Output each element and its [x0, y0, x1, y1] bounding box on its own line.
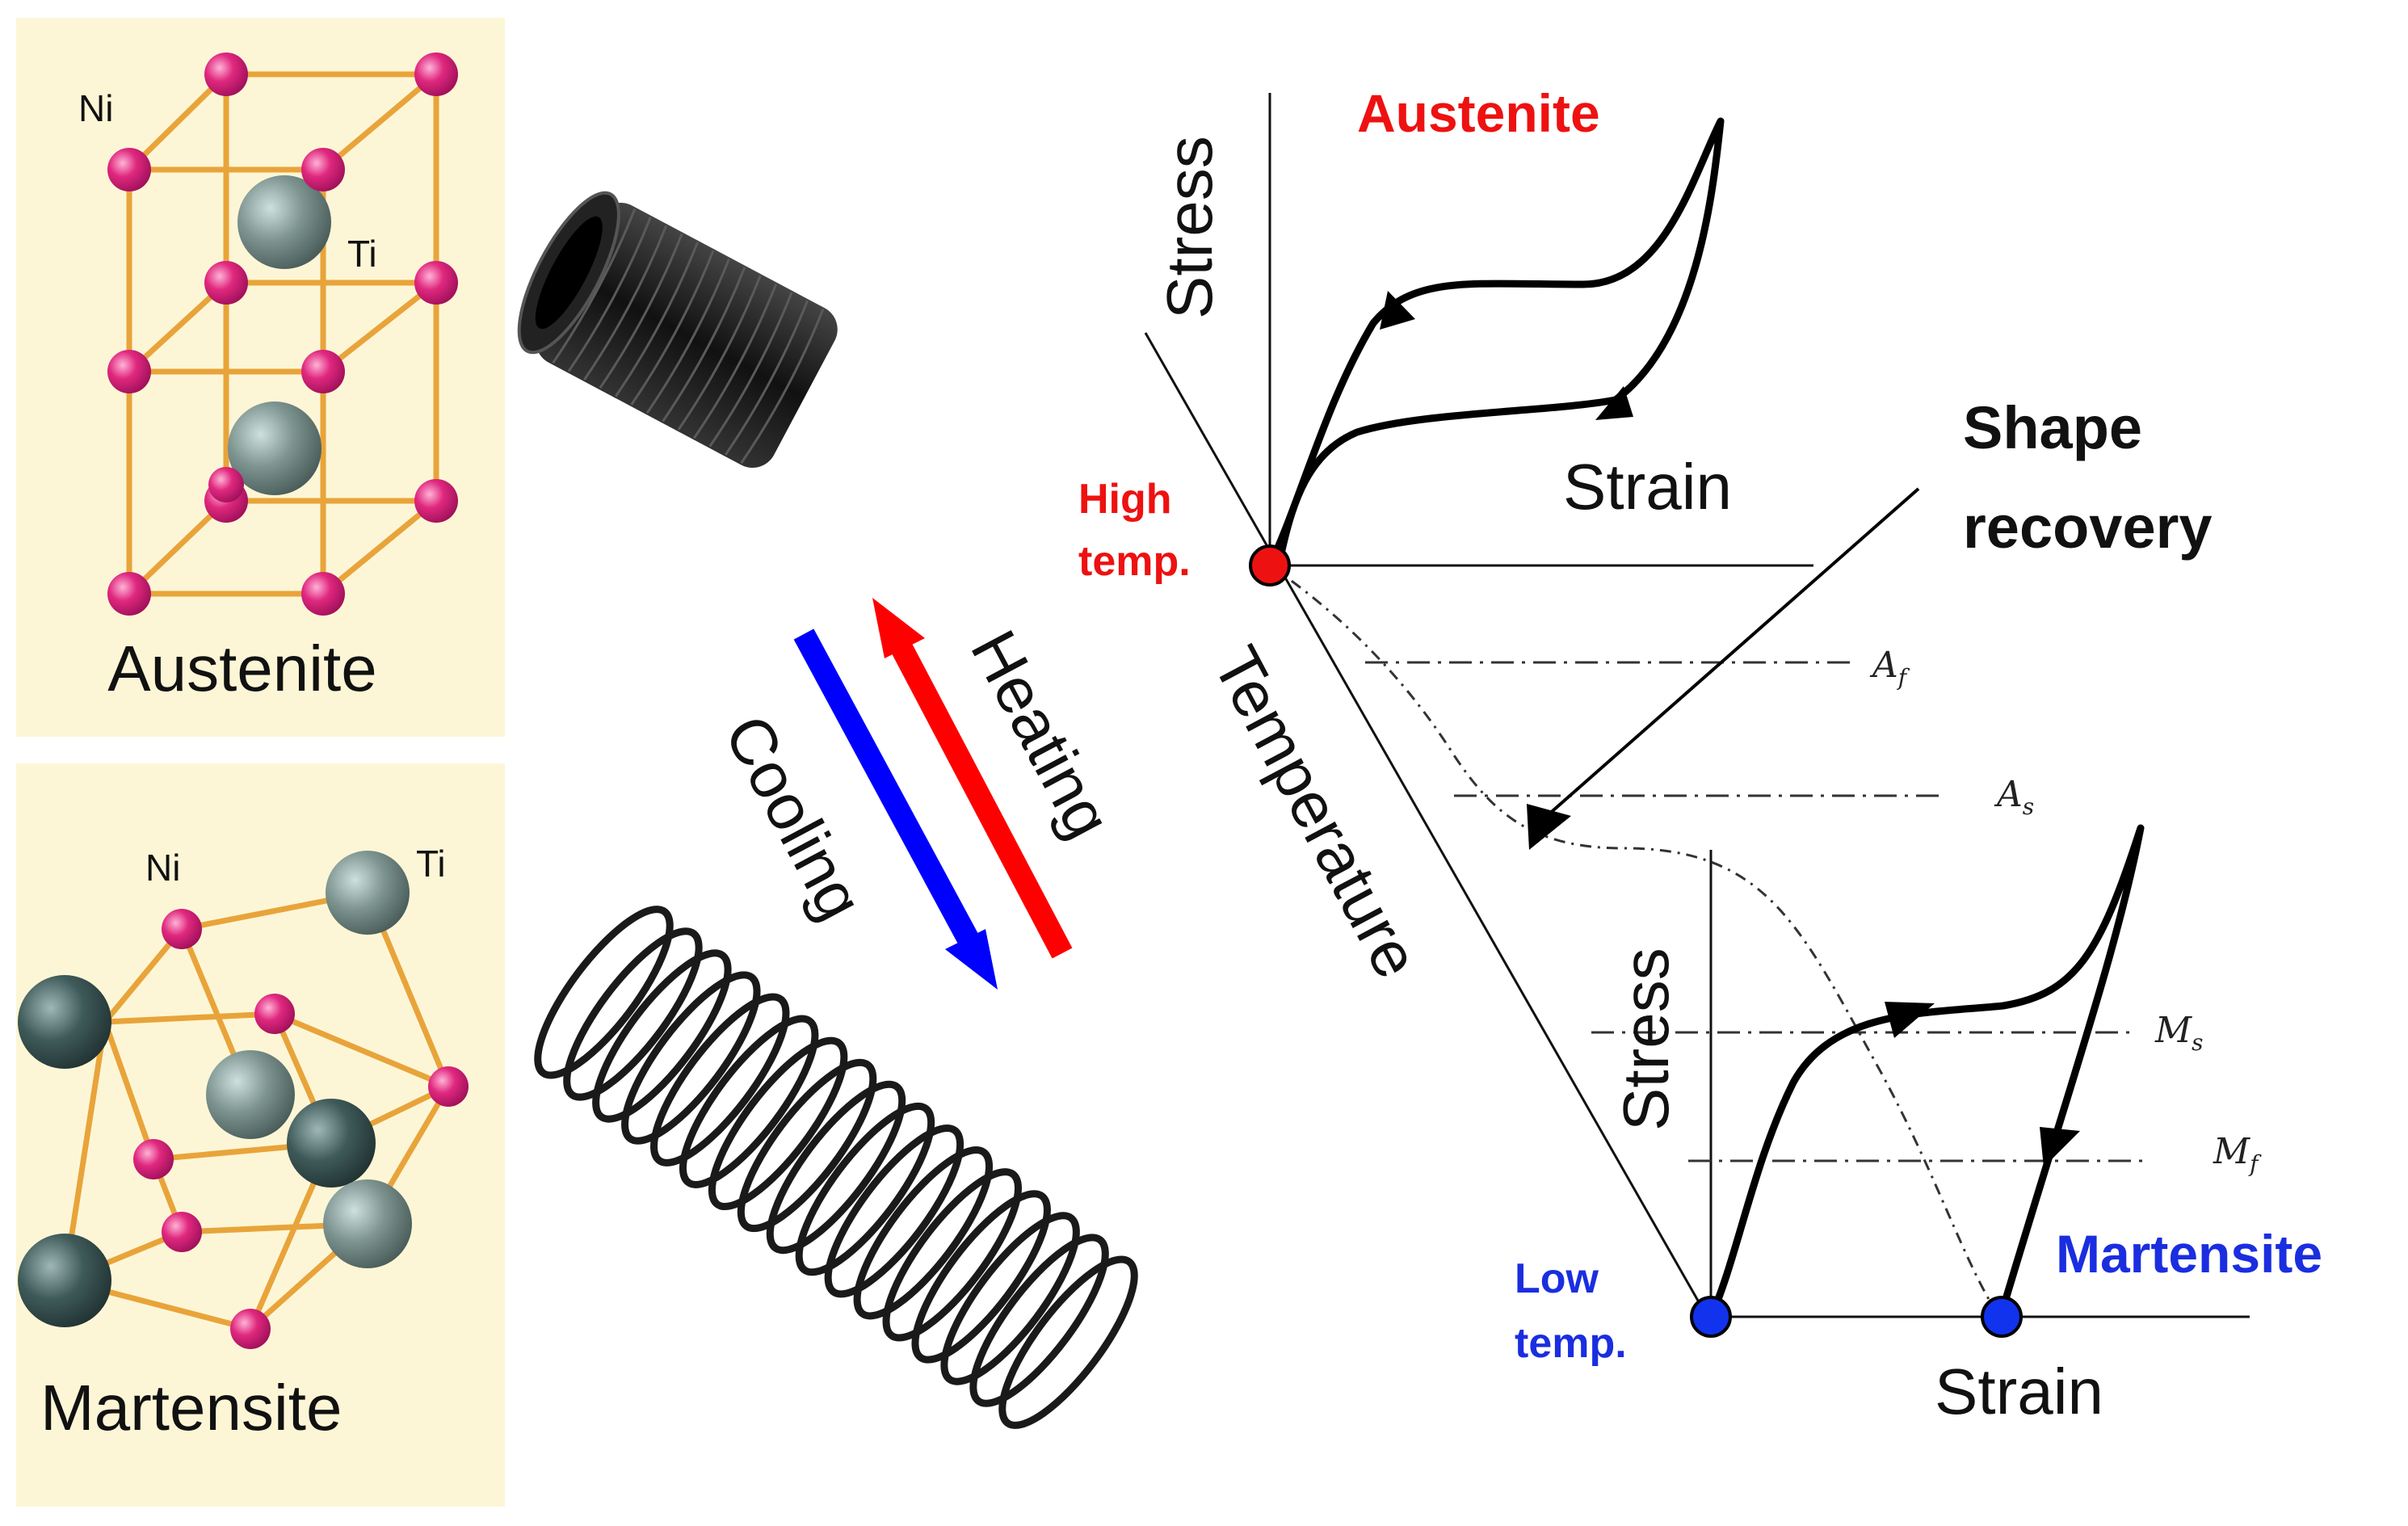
low-temp-dot [1690, 1296, 1732, 1338]
ni-atoms [133, 909, 469, 1349]
ti-atom [326, 851, 410, 935]
austenite-panel-bg [16, 18, 505, 737]
austenite-caption: Austenite [107, 633, 377, 704]
compressed-spring-image [517, 191, 838, 469]
shape-recovery-label-2: recovery [1963, 494, 2213, 561]
ms-label: Ms [2154, 1010, 2203, 1056]
recovery-path [1269, 564, 2001, 1318]
ti-atom [287, 1099, 376, 1188]
martensite-loop [1707, 824, 2145, 1318]
austenite-ti-label: Ti [347, 233, 377, 275]
strain-label-top: Strain [1563, 451, 1732, 523]
martensite-ti-label: Ti [416, 843, 446, 885]
heating-arrow [872, 598, 1073, 959]
high-temp-label-1: High [1078, 476, 1172, 523]
martensite-arrow-right [1885, 1002, 1935, 1038]
austenite-panel: Ni Ti Austenite [16, 18, 505, 737]
high-temp-label-2: temp. [1078, 538, 1191, 585]
ti-atom [206, 1050, 295, 1139]
martensite-arrow-down [2040, 1127, 2080, 1167]
ti-atom [18, 1234, 111, 1327]
loop-arrow-down [1595, 386, 1633, 420]
martensite-strain-dot [1981, 1296, 2023, 1338]
stress-label-top: Stress [1154, 136, 1225, 319]
temperature-axis [1144, 332, 1712, 1324]
shape-recovery-label-1: Shape [1963, 394, 2142, 461]
shape-recovery-pointer [1545, 487, 1920, 818]
low-temp-label-2: temp. [1515, 1320, 1627, 1367]
transformation-lines [1365, 661, 2149, 1162]
extended-spring-image [534, 906, 1138, 1429]
martensite-caption: Martensite [40, 1372, 342, 1444]
low-temp-label-1: Low [1515, 1255, 1599, 1302]
stress-label-bottom: Stress [1610, 948, 1682, 1131]
axes [1144, 93, 2250, 1324]
strain-label-bottom: Strain [1935, 1356, 2103, 1427]
shape-recovery-arrowhead [1527, 804, 1571, 850]
ti-atom [323, 1179, 412, 1268]
cooling-arrow [793, 628, 998, 990]
temperature-label: Temperature [1200, 635, 1433, 989]
loop-arrow-up [1380, 291, 1415, 330]
as-label: As [1994, 774, 2034, 820]
ti-atom [18, 975, 111, 1069]
austenite-ni-label: Ni [78, 87, 113, 129]
austenite-loop [1266, 117, 1725, 567]
martensite-panel: Ni Ti Martensite [16, 763, 505, 1507]
martensite-ni-label: Ni [145, 847, 180, 889]
af-label: Af [1869, 645, 1910, 691]
ni-atoms [107, 53, 458, 616]
mf-label: Mf [2213, 1131, 2262, 1177]
ti-atom [228, 401, 321, 495]
martensite-phase-label: Martensite [2056, 1224, 2322, 1284]
austenite-phase-label: Austenite [1357, 83, 1600, 143]
ti-atom [237, 175, 331, 269]
high-temp-dot [1249, 544, 1291, 586]
